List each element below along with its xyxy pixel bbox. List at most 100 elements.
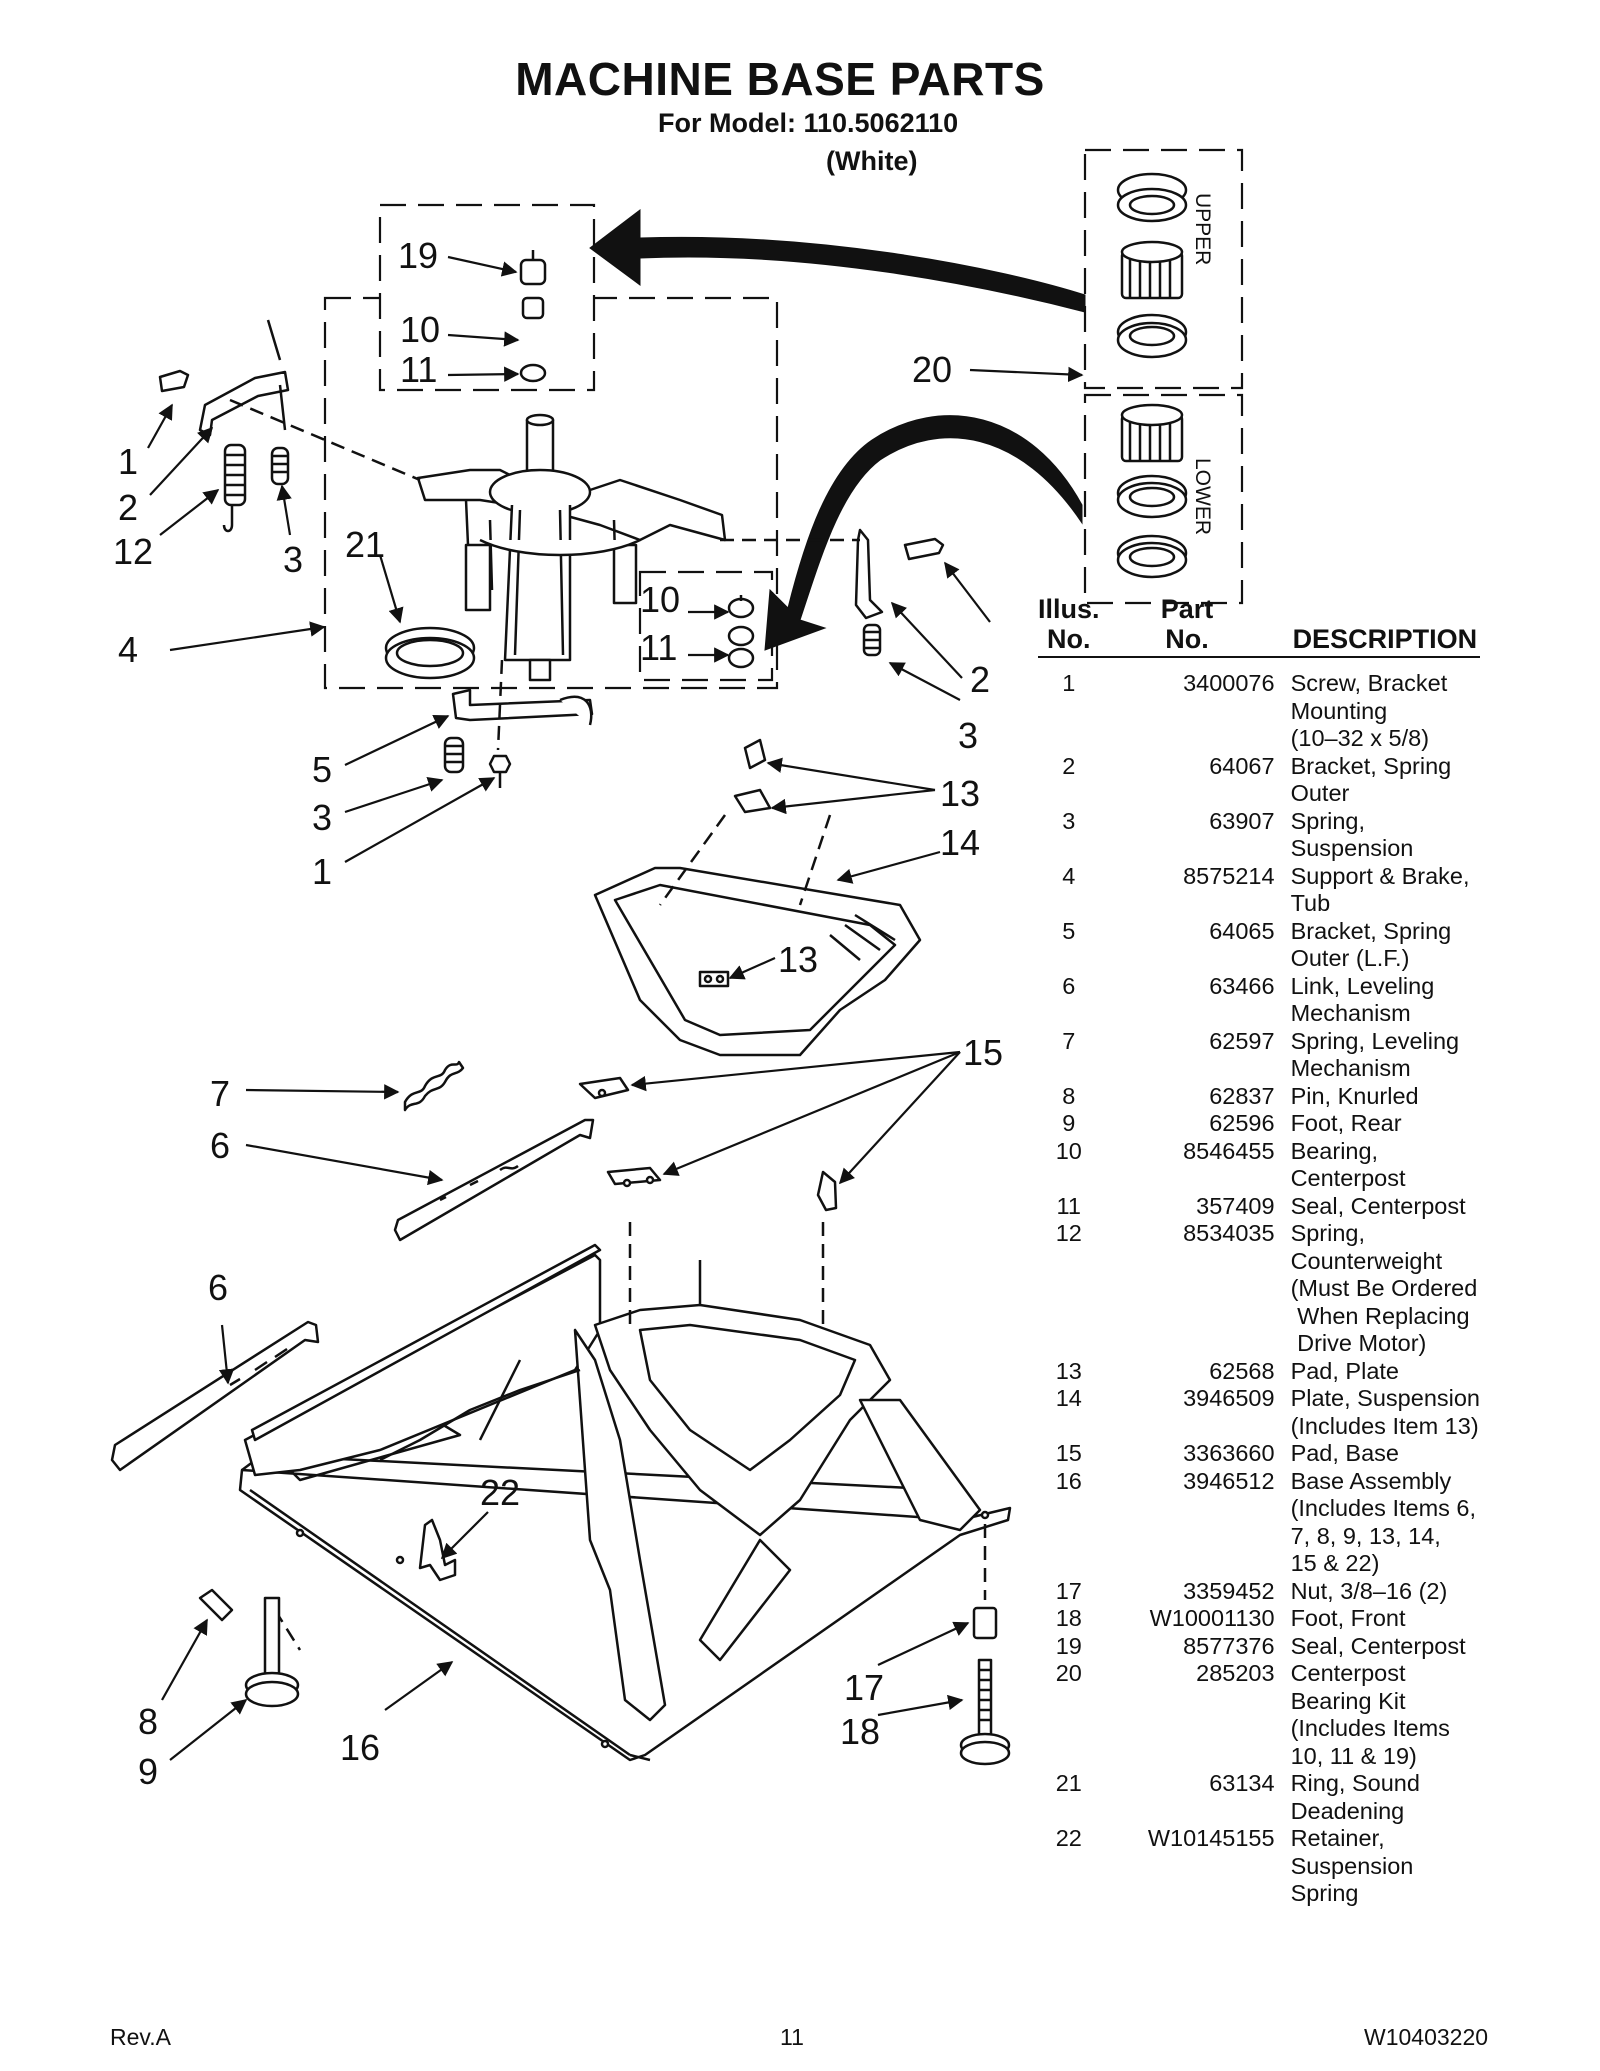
illus-number-cell: 17 <box>1055 1577 1082 1604</box>
lower-kit-arrow <box>764 415 1083 651</box>
description-line: Spring, Leveling <box>1290 1027 1460 1054</box>
part-number-cell: 8575214 <box>1183 862 1275 889</box>
part-number-cell: 357409 <box>1196 1192 1275 1219</box>
callout-3-lower: 3 <box>312 797 332 838</box>
description-line: Bearing Kit <box>1290 1687 1406 1714</box>
leveling-spring-7-part <box>403 1060 465 1112</box>
illus-number-cell: 2 <box>1062 752 1076 779</box>
part-number-cell: W10145155 <box>1147 1825 1275 1851</box>
screw-1c-part <box>903 537 945 561</box>
part-number-cell: 3359452 <box>1183 1577 1275 1604</box>
illus-number-cell: 11 <box>1056 1192 1081 1219</box>
base-assembly-16 <box>110 1222 1012 1762</box>
part-number-cell: 8577376 <box>1183 1632 1275 1659</box>
suspension-plate-group <box>593 738 922 1057</box>
illus-number-cell: 15 <box>1055 1440 1082 1466</box>
upper-centerpost-dashed-box <box>378 203 596 392</box>
part-number-cell: 62837 <box>1209 1082 1275 1109</box>
description-line: (Includes Item 13) <box>1290 1412 1479 1439</box>
kit-upper-label: UPPER <box>1191 193 1214 265</box>
pad-13a-part <box>743 738 767 770</box>
description-line: Bearing, <box>1290 1137 1379 1164</box>
callout-8: 8 <box>138 1701 158 1742</box>
part-no-header: Part No. <box>1099 594 1285 658</box>
upper-kit-arrow <box>589 208 1086 313</box>
page-number: 11 <box>780 2024 804 2050</box>
document-number: W10403220 <box>1364 2024 1489 2050</box>
part-number-cell: 3946509 <box>1183 1385 1275 1411</box>
screw-1-part <box>158 369 190 393</box>
callout-2-left: 2 <box>118 487 138 528</box>
illus-number-cell: 22 <box>1055 1825 1082 1851</box>
retainer-22-part <box>418 1518 457 1582</box>
description-line: Foot, Front <box>1290 1605 1406 1631</box>
illus-number-cell: 9 <box>1062 1110 1076 1136</box>
description-cell: Spring,Suspension <box>1285 808 1480 863</box>
description-line: Pin, Knurled <box>1290 1082 1419 1109</box>
feet-group <box>198 1588 1011 1766</box>
parts-table-header-row: Illus. No. Part No. DESCRIPTION <box>1038 594 1480 658</box>
large-curved-arrows <box>589 208 1086 651</box>
description-cell: Spring,Counterweight(Must Be Ordered Whe… <box>1285 1220 1480 1358</box>
part-number-cell: 63907 <box>1209 807 1275 834</box>
part-number-cell: 3400076 <box>1183 670 1275 696</box>
description-line: Outer (L.F.) <box>1290 945 1410 971</box>
callout-7: 7 <box>210 1073 230 1114</box>
description-line: Mounting <box>1290 697 1388 724</box>
description-line: Outer <box>1290 780 1350 806</box>
description-line: Mechanism <box>1290 1055 1411 1081</box>
part-number-cell: 3946512 <box>1183 1467 1275 1494</box>
part-number-cell: 3363660 <box>1183 1440 1275 1466</box>
base-pad-15c-part <box>816 1170 838 1212</box>
upper-seal-part <box>1116 172 1188 223</box>
screw-1b-part <box>488 754 512 788</box>
illus-number-cell: 6 <box>1062 972 1076 999</box>
callout-13-plate: 13 <box>778 939 818 980</box>
callout-10-upper: 10 <box>400 309 440 350</box>
illus-number-cell: 16 <box>1055 1467 1082 1494</box>
description-line: Ring, Sound <box>1290 1770 1420 1796</box>
bracket-2-part <box>198 370 290 437</box>
description-line: Drive Motor) <box>1290 1330 1427 1356</box>
lower-ring-part-1 <box>1116 474 1188 519</box>
description-cell: Foot, Front <box>1285 1605 1480 1633</box>
description-line: Nut, 3/8–16 (2) <box>1290 1577 1448 1604</box>
part-header-line-1: Part <box>1160 594 1214 624</box>
left-bracket-group <box>158 319 421 533</box>
description-line: Deadening <box>1290 1797 1405 1824</box>
part-number-cell: 64065 <box>1209 917 1275 944</box>
callout-numbers: 19 10 11 20 10 11 1 2 12 3 21 4 2 3 5 3 … <box>113 235 1003 1792</box>
description-line: (Includes Items <box>1290 1715 1450 1741</box>
suspension-plate-14-part <box>593 866 922 1057</box>
leader-arrows <box>147 255 1084 1761</box>
callout-14: 14 <box>940 822 980 863</box>
rear-foot-9-part <box>263 1596 281 1682</box>
nut-17-part <box>972 1606 998 1640</box>
description-line: (Must Be Ordered <box>1290 1275 1478 1301</box>
bearing-kit-parts <box>1116 172 1188 579</box>
description-line: Support & Brake, <box>1290 862 1470 889</box>
description-line: Bracket, Spring <box>1290 917 1452 944</box>
description-cell: Pin, Knurled <box>1285 1083 1480 1111</box>
description-line: When Replacing <box>1290 1302 1470 1329</box>
illus-number-cell: 8 <box>1062 1082 1076 1109</box>
kit-lower-label: LOWER <box>1191 458 1214 535</box>
illus-number-cell: 14 <box>1055 1385 1082 1411</box>
description-cell: Nut, 3/8–16 (2) <box>1285 1578 1480 1606</box>
description-line: Tub <box>1290 890 1331 916</box>
description-line: Mechanism <box>1290 1000 1411 1026</box>
description-cell: Foot, Rear <box>1285 1110 1480 1138</box>
revision-label: Rev.A <box>110 2024 171 2050</box>
